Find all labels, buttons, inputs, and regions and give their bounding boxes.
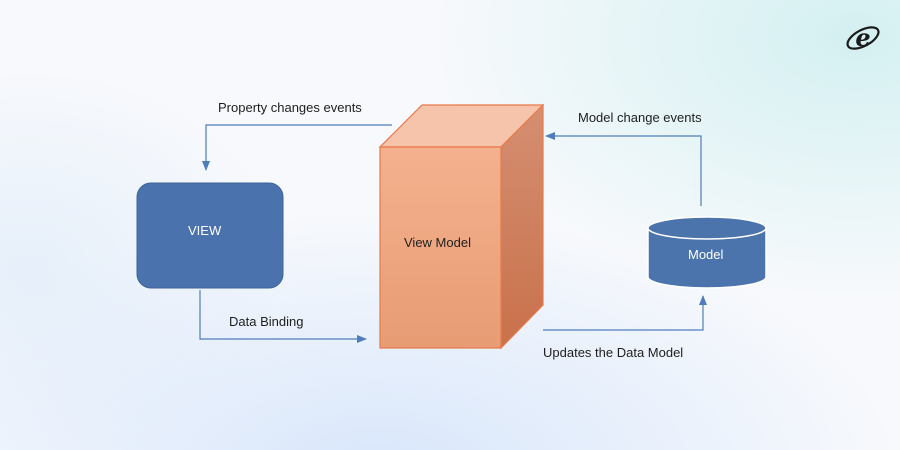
property-changes-arrow bbox=[202, 124, 392, 171]
updates-model-label: Updates the Data Model bbox=[543, 345, 684, 360]
brand-logo-icon: e bbox=[846, 23, 880, 52]
cube-front-face bbox=[379, 146, 502, 349]
view-model-node-label: View Model bbox=[404, 235, 471, 250]
cylinder-body bbox=[647, 227, 767, 289]
cylinder-top bbox=[647, 216, 767, 240]
property-changes-label: Property changes events bbox=[218, 100, 362, 115]
updates-model-arrow bbox=[543, 295, 707, 331]
data-binding-arrow bbox=[199, 290, 367, 343]
view-model-cube bbox=[378, 103, 545, 350]
model-node-label: Model bbox=[688, 247, 724, 262]
model-cylinder bbox=[647, 216, 767, 289]
view-node-label: VIEW bbox=[188, 223, 222, 238]
view-box bbox=[136, 182, 284, 289]
cube-side-face bbox=[500, 103, 544, 350]
logo-letter: e bbox=[855, 23, 870, 52]
data-binding-label: Data Binding bbox=[229, 314, 304, 329]
model-change-arrow bbox=[545, 132, 702, 206]
model-change-label: Model change events bbox=[578, 110, 702, 125]
